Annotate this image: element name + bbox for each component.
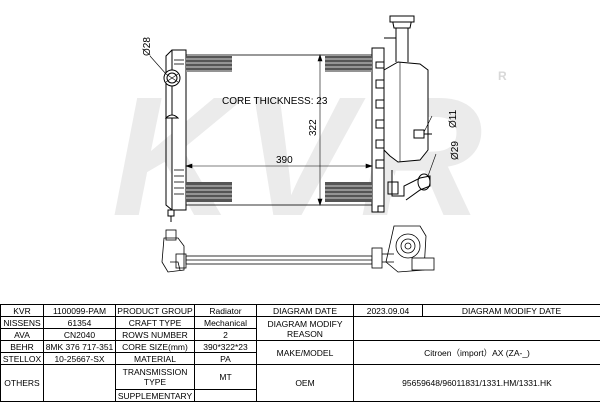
label-diagram-modify-date: DIAGRAM MODIFY DATE <box>422 304 600 317</box>
value-material: PA <box>194 352 257 365</box>
value-diagram-modify-reason <box>353 316 600 341</box>
label-rows-number: ROWS NUMBER <box>115 328 195 341</box>
diameter-11-label: Ø11 <box>448 109 459 128</box>
label-make-model: MAKE/MODEL <box>256 340 354 365</box>
spec-row-4: BEHR 8MK 376 717-351 CORE SIZE(mm) 390*3… <box>0 340 600 365</box>
spec-row-1: KVR 1100099-PAM PRODUCT GROUP Radiator D… <box>0 304 600 317</box>
spec-row-5: STELLOX 10-25667-SX MATERIAL PA <box>0 352 600 365</box>
value-behr: 8MK 376 717-351 <box>43 340 116 353</box>
value-kvr: 1100099-PAM <box>43 304 116 317</box>
value-craft-type: Mechanical <box>194 316 257 329</box>
label-kvr: KVR <box>0 304 44 317</box>
fin-block-right-bottom <box>325 182 372 202</box>
spec-row-7: SUPPLEMENTARY <box>1 389 600 402</box>
spec-table: KVR 1100099-PAM PRODUCT GROUP Radiator D… <box>0 304 600 402</box>
label-ava: AVA <box>0 328 44 341</box>
filler-cap <box>384 15 415 62</box>
label-core-size: CORE SIZE(mm) <box>115 340 195 353</box>
bleed-fitting <box>413 129 432 139</box>
label-product-group: PRODUCT GROUP <box>115 304 195 317</box>
label-material: MATERIAL <box>115 352 195 365</box>
outlet-pipe <box>387 170 431 201</box>
label-craft-type: CRAFT TYPE <box>115 316 195 329</box>
right-tank <box>371 47 385 213</box>
core-thickness-label: CORE THICKNESS: 23 <box>222 96 328 107</box>
label-transmission-type: TRANSMISSION TYPE <box>115 364 195 390</box>
label-stellox: STELLOX <box>0 352 44 365</box>
label-diagram-modify-reason: DIAGRAM MODIFY REASON <box>256 316 354 341</box>
value-stellox: 10-25667-SX <box>43 352 116 365</box>
label-supplementary: SUPPLEMENTARY <box>115 389 195 402</box>
value-diagram-date: 2023.09.04 <box>353 304 423 317</box>
diameter-28-label: Ø28 <box>142 37 153 56</box>
width-dimension-label: 390 <box>276 155 293 166</box>
radiator-bottom-view <box>161 225 435 273</box>
radiator-technical-drawing: KVR R <box>112 15 507 273</box>
watermark-registered-mark: R <box>498 69 507 83</box>
spec-row-3: AVA CN2040 ROWS NUMBER 2 <box>0 328 600 341</box>
spec-row-2: NISSENS 61354 CRAFT TYPE Mechanical DIAG… <box>0 316 600 341</box>
value-others <box>43 364 116 402</box>
spec-row-6: OTHERS TRANSMISSION TYPE MT OEM 95659648… <box>0 364 600 402</box>
value-oem: 95659648/96011831/1331.HM/1331.HK <box>353 364 600 402</box>
value-supplementary <box>194 389 257 402</box>
watermark-logo: KVR <box>112 62 489 252</box>
label-nissens: NISSENS <box>0 316 44 329</box>
label-oem: OEM <box>256 364 354 402</box>
fin-block-left-bottom <box>186 182 232 202</box>
radiator-front-view <box>163 15 432 222</box>
value-make-model: Citroen（import）AX (ZA-_) <box>353 340 600 365</box>
fin-block-left-top <box>186 56 232 72</box>
value-product-group: Radiator <box>194 304 257 317</box>
label-diagram-date: DIAGRAM DATE <box>256 304 354 317</box>
diameter-29-label: Ø29 <box>450 141 461 160</box>
bottom-tank-right <box>371 225 435 273</box>
value-rows-number: 2 <box>194 328 257 341</box>
drain-plug <box>167 209 175 222</box>
label-behr: BEHR <box>0 340 44 353</box>
dimension-lines <box>149 54 437 206</box>
value-core-size: 390*322*23 <box>194 340 257 353</box>
fin-block-right-top <box>325 56 372 72</box>
height-dimension-label: 322 <box>308 119 319 136</box>
label-others: OTHERS <box>0 364 44 402</box>
left-side-ribs <box>174 59 184 195</box>
upper-inlet-pipe <box>163 69 181 119</box>
expansion-tank <box>383 61 429 163</box>
value-transmission-type: MT <box>194 364 257 390</box>
value-nissens: 61354 <box>43 316 116 329</box>
value-ava: CN2040 <box>43 328 116 341</box>
